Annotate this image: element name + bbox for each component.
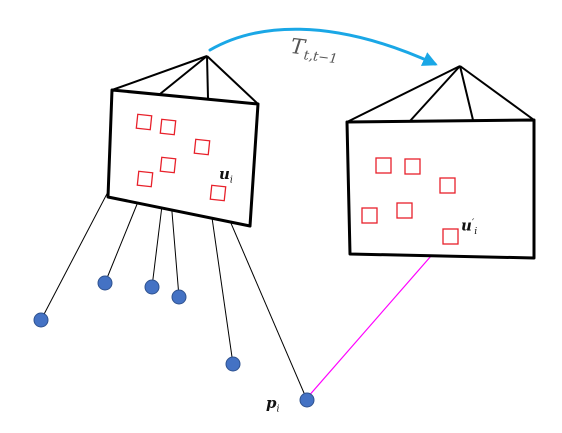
- world-point: [225, 356, 241, 372]
- feature-label-u-i-prime: u′i: [461, 218, 477, 236]
- feature-box: [361, 207, 378, 224]
- left-feature-boxes: [135, 113, 227, 202]
- feature-label-base: u: [219, 165, 230, 183]
- feature-label-prime-mark: ′: [471, 217, 475, 229]
- left-frustum-pyramid: [111, 55, 259, 105]
- point-label-base: p: [266, 394, 277, 412]
- feature-box: [193, 138, 211, 156]
- feature-label-prime-subscript: i: [474, 225, 478, 237]
- point-label-p-i: pi: [266, 396, 279, 414]
- world-points: [33, 275, 315, 408]
- feature-box: [135, 113, 153, 131]
- left-camera: [106, 55, 260, 228]
- feature-box: [136, 170, 154, 188]
- right-camera: [345, 65, 536, 260]
- feature-box: [442, 228, 459, 245]
- feature-label-prime-base: u: [461, 216, 472, 235]
- feature-box: [209, 184, 227, 202]
- feature-box: [375, 157, 392, 174]
- world-point: [97, 275, 113, 291]
- feature-label-u-i: ui: [219, 167, 233, 185]
- reprojection-arrow: [306, 238, 447, 399]
- feature-box: [159, 156, 177, 174]
- feature-box: [404, 158, 421, 175]
- feature-box: [159, 118, 177, 136]
- world-point: [33, 312, 49, 328]
- world-point: [144, 279, 160, 295]
- point-label-subscript: i: [276, 403, 280, 415]
- left-image-plane: [106, 88, 260, 228]
- projection-line: [217, 192, 308, 401]
- right-frustum-pyramid: [346, 65, 535, 123]
- feature-box: [396, 202, 413, 219]
- transform-arrow: [208, 27, 438, 66]
- feature-box: [439, 177, 456, 194]
- right-feature-boxes: [361, 157, 459, 245]
- world-point: [171, 289, 187, 305]
- world-point-p-i: [299, 392, 315, 408]
- feature-label-subscript: i: [229, 174, 233, 186]
